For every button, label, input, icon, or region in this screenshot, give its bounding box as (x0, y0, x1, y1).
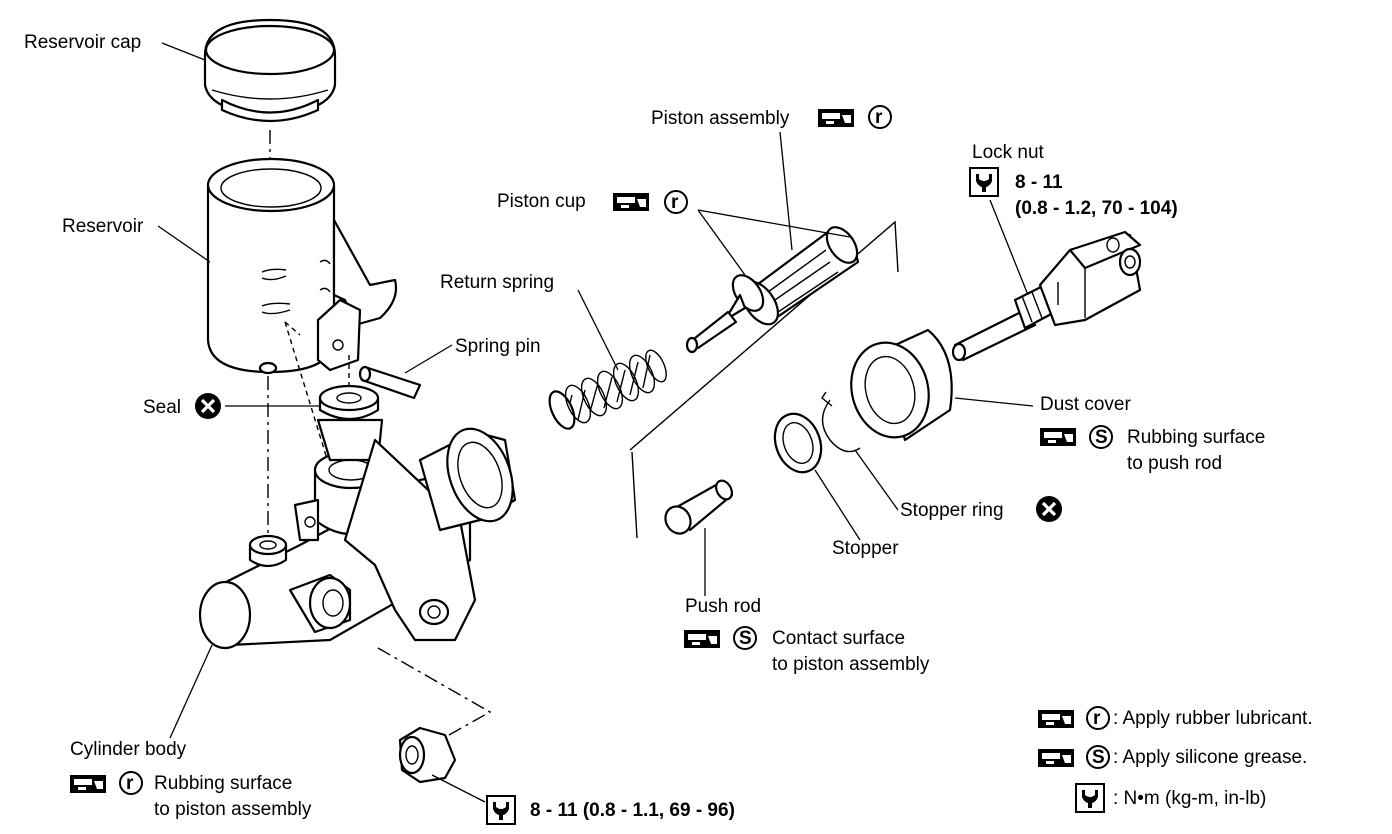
grease-icon (70, 775, 106, 793)
label-piston-cup: Piston cup (497, 191, 586, 212)
symbol-s: S (739, 628, 752, 649)
stopper (773, 412, 823, 474)
label-piston-assembly: Piston assembly (651, 108, 790, 129)
legend-rubber: : Apply rubber lubricant. (1113, 708, 1313, 729)
dust-cover-note: Rubbing surface (1127, 427, 1265, 448)
silicone-grease-icon (1086, 745, 1110, 769)
torque-icon (969, 167, 999, 197)
lock-nut-torque: 8 - 11 (1015, 172, 1063, 193)
clevis-rod (951, 230, 1142, 362)
label-return-spring: Return spring (440, 272, 554, 293)
silicone-grease-icon (1089, 425, 1113, 449)
replace-x-icon (1034, 494, 1064, 524)
cylinder-note: Rubbing surface (154, 773, 292, 794)
torque-icon (1075, 783, 1105, 813)
dust-cover (850, 328, 953, 442)
symbol-s: S (1092, 747, 1105, 768)
grease-icon (684, 630, 720, 648)
dust-cover-note-2: to push rod (1127, 453, 1222, 474)
grease-icon (1038, 710, 1074, 728)
label-stopper: Stopper (832, 538, 899, 559)
legend-torque: : N•m (kg-m, in-lb) (1113, 788, 1266, 809)
label-push-rod: Push rod (685, 596, 761, 617)
push-rod-note-2: to piston assembly (772, 654, 930, 675)
rubber-lubricant-icon (119, 771, 143, 795)
grease-icon (818, 109, 854, 127)
rubber-lubricant-icon (664, 190, 688, 214)
silicone-grease-icon (733, 626, 757, 650)
stopper-ring (821, 391, 861, 453)
symbol-r: r (1093, 708, 1101, 729)
leader-lines (157, 42, 1034, 803)
symbol-r: r (126, 773, 134, 794)
reservoir-cap (203, 18, 337, 123)
label-stopper-ring: Stopper ring (900, 500, 1004, 521)
rubber-lubricant-icon (868, 105, 892, 129)
label-spring-pin: Spring pin (455, 336, 541, 357)
label-dust-cover: Dust cover (1040, 394, 1131, 415)
reservoir (206, 157, 398, 375)
grease-icon (613, 193, 649, 211)
nut-axis-line (377, 647, 492, 741)
label-reservoir: Reservoir (62, 216, 144, 237)
symbol-r: r (875, 107, 883, 128)
cylinder-body (198, 418, 517, 650)
piston-assembly (629, 220, 899, 539)
label-cylinder-body: Cylinder body (70, 739, 187, 760)
replace-x-icon (193, 391, 223, 421)
rubber-lubricant-icon (1086, 706, 1110, 730)
label-lock-nut: Lock nut (972, 142, 1045, 163)
label-seal: Seal (143, 397, 181, 418)
symbol-s: S (1095, 427, 1108, 448)
grease-icon (1040, 428, 1076, 446)
torque-icon (486, 795, 516, 825)
spring-pin (358, 365, 422, 400)
push-rod-note: Contact surface (772, 628, 905, 649)
push-rod (664, 479, 734, 535)
cylinder-note-2: to piston assembly (154, 799, 312, 820)
lock-nut-torque-alt: (0.8 - 1.2, 70 - 104) (1015, 198, 1178, 219)
symbol-r: r (671, 192, 679, 213)
part-labels: Reservoir cap Reservoir Seal Spring pin … (24, 32, 1265, 825)
flange-nut (398, 726, 457, 784)
legend: r : Apply rubber lubricant. S : Apply si… (1038, 706, 1313, 813)
return-spring (548, 349, 667, 430)
legend-silicone: : Apply silicone grease. (1113, 747, 1307, 768)
grease-icon (1038, 749, 1074, 767)
label-reservoir-cap: Reservoir cap (24, 32, 141, 53)
nut-torque: 8 - 11 (0.8 - 1.1, 69 - 96) (530, 800, 735, 821)
seal (318, 384, 380, 420)
